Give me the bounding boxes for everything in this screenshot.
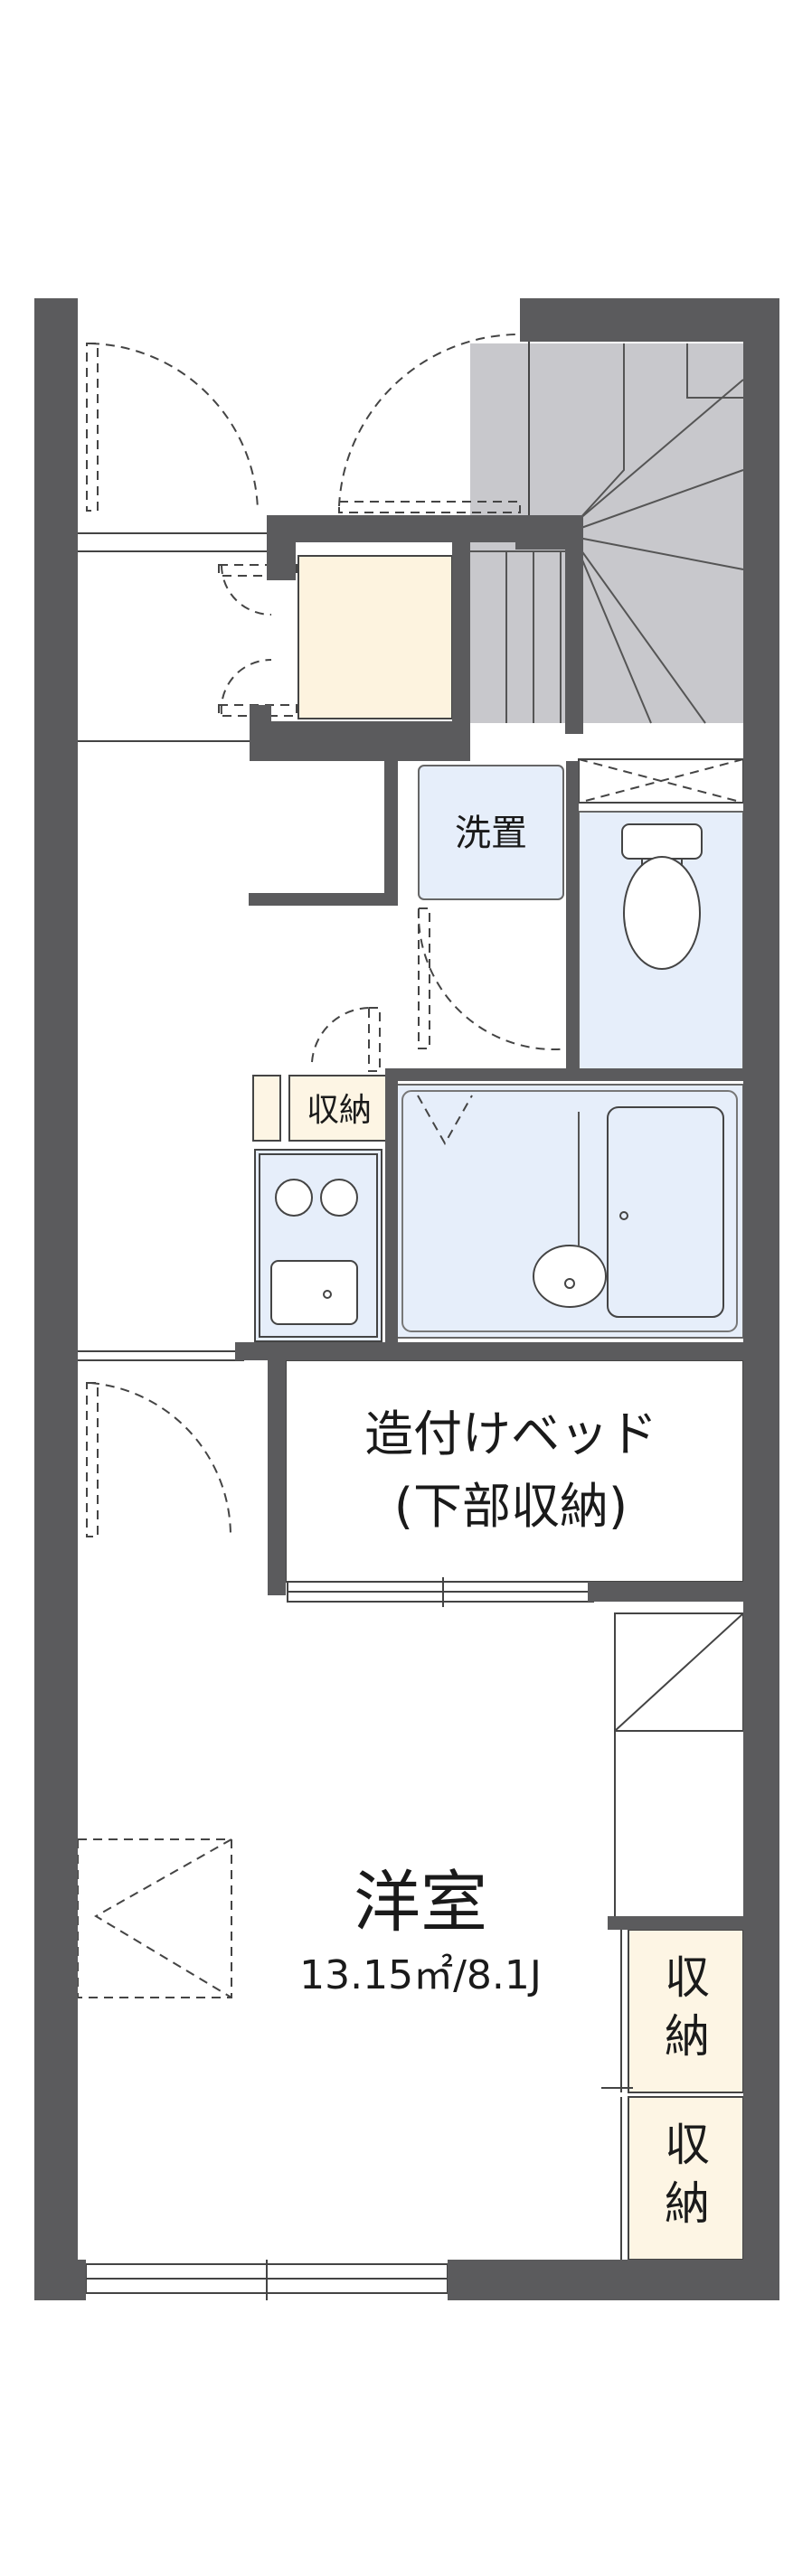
closet-upper-label-1: 収 [665,1951,710,2004]
built-in-bed-sublabel: (下部収納) [394,1478,628,1535]
built-in-bed-label: 造付けベッド [364,1406,657,1462]
washer-space [418,765,564,900]
washer-label: 洗置 [455,813,527,854]
entrance-storage [297,555,453,719]
closet-upper-label-2: 納 [665,2010,710,2063]
kitchen-storage-label: 収納 [307,1092,372,1129]
door-swings [86,333,571,1537]
windows [85,1577,633,2300]
open-shelf [614,1612,744,1921]
closet-lower-label-1: 収 [665,2119,710,2171]
bathroom [395,1084,744,1339]
closet-lower [620,2096,744,2261]
room-size: 13.15㎡/8.1J [299,1952,542,1998]
toilet-upper-shelf [578,758,744,804]
room-name: 洋室 [354,1864,487,1941]
kitchen-storage [288,1075,390,1142]
kitchen-storage-small [252,1075,281,1142]
closet-lower-label-2: 納 [665,2177,710,2230]
walls [34,298,779,2300]
ceiling-storage [77,1838,232,1998]
kitchen-counter [254,1149,382,1342]
interior-lines [77,342,530,1361]
built-in-bed [285,1359,744,1583]
toilet-room [578,811,744,1075]
